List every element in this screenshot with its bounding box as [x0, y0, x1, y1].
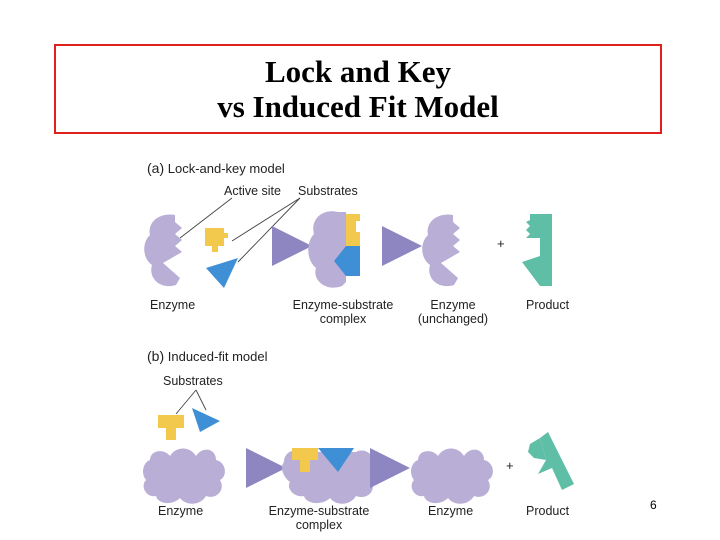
label-complex-a-line1: Enzyme-substrate: [292, 298, 394, 312]
product-shape-a: [522, 214, 552, 286]
callout-lines-b: [175, 389, 207, 415]
label-complex-b-line2: complex: [295, 518, 343, 532]
label-complex-a: Enzyme-substrate complex: [284, 298, 402, 326]
callout-active-site: Active site: [224, 184, 281, 198]
callout-substrates-b: Substrates: [163, 374, 223, 388]
substrate-yellow-a: [205, 228, 228, 252]
callout-substrates-a: Substrates: [298, 184, 358, 198]
substrate-yellow-b: [158, 415, 184, 440]
label-enzyme-unchanged-a: Enzyme (unchanged): [410, 298, 496, 326]
substrate-blue-b: [192, 408, 220, 432]
substrate-blue-a: [206, 258, 238, 288]
label-enzyme-b: Enzyme: [158, 504, 204, 518]
callout-lines-a: [179, 197, 301, 263]
label-product-a: Product: [526, 298, 570, 312]
label-complex-a-line2: complex: [319, 312, 367, 326]
panel-b-heading: (b) Induced-fit model: [147, 348, 267, 364]
label-enzyme-a2: Enzyme: [430, 298, 476, 312]
panel-b-letter: (b): [147, 348, 165, 364]
enzyme-shape-a1: [144, 214, 182, 287]
panel-a-title: Lock-and-key model: [167, 161, 285, 176]
enzyme-shape-b2: [411, 448, 493, 504]
label-unchanged-a: (unchanged): [417, 312, 489, 326]
enzyme-shape-b1: [143, 448, 225, 504]
title-line-2: vs Induced Fit Model: [217, 89, 499, 124]
enzyme-substrate-complex-a: [308, 211, 360, 288]
label-enzyme-a: Enzyme: [150, 298, 196, 312]
title-line-1: Lock and Key: [264, 54, 452, 89]
product-shape-b: [528, 432, 574, 490]
title-box: Lock and Key vs Induced Fit Model: [54, 44, 662, 134]
label-complex-b: Enzyme-substrate complex: [260, 504, 378, 532]
panel-a-letter: (a): [147, 160, 165, 176]
plus-a: +: [497, 236, 505, 251]
label-enzyme-b2: Enzyme: [428, 504, 474, 518]
plus-b: +: [506, 458, 514, 473]
label-product-b: Product: [526, 504, 570, 518]
panel-b-title: Induced-fit model: [167, 349, 268, 364]
panel-a-heading: (a) Lock-and-key model: [147, 160, 285, 176]
enzyme-shape-a2: [422, 214, 460, 287]
page-number: 6: [650, 498, 657, 512]
label-complex-b-line1: Enzyme-substrate: [268, 504, 370, 518]
enzyme-substrate-complex-b: [282, 448, 378, 504]
